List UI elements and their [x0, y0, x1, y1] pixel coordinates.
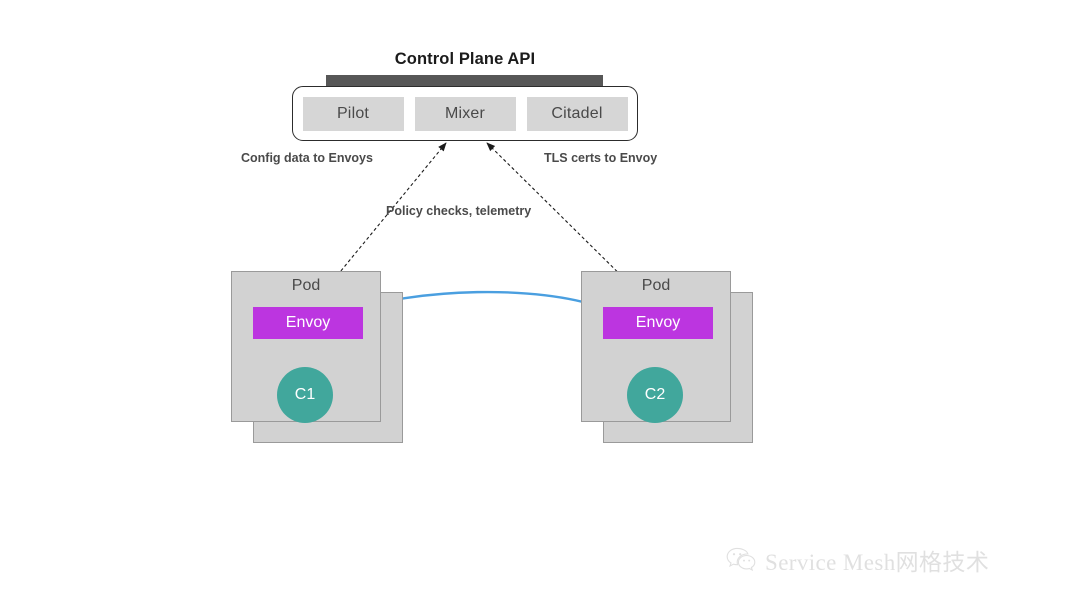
- pod-right-container-label: C2: [644, 386, 666, 403]
- pod-left-label: Pod: [291, 277, 321, 294]
- watermark: Service Mesh网格技术: [726, 543, 989, 577]
- component-mixer-label: Mixer: [444, 104, 486, 122]
- component-pilot-label: Pilot: [336, 104, 370, 122]
- component-pilot[interactable]: Pilot: [302, 96, 404, 131]
- control-plane-components: Pilot Mixer Citadel: [292, 86, 638, 141]
- pod-left[interactable]: Pod Envoy C1: [231, 271, 403, 443]
- pod-right-envoy[interactable]: Envoy: [603, 307, 713, 339]
- control-plane-title: Control Plane API: [394, 50, 536, 68]
- component-citadel-label: Citadel: [551, 104, 603, 122]
- component-mixer[interactable]: Mixer: [414, 96, 516, 131]
- control-plane-api-bar: [326, 75, 603, 87]
- caption-tls-certs: TLS certs to Envoy: [544, 151, 658, 165]
- component-citadel[interactable]: Citadel: [526, 96, 628, 131]
- pod-left-container-label: C1: [294, 386, 316, 403]
- watermark-text: Service Mesh网格技术: [765, 550, 990, 575]
- pod-right-label: Pod: [641, 277, 671, 294]
- pod-left-container[interactable]: C1: [277, 367, 333, 423]
- pod-left-envoy[interactable]: Envoy: [253, 307, 363, 339]
- wechat-icon: [726, 547, 756, 572]
- caption-policy-telemetry: Policy checks, telemetry: [386, 204, 532, 218]
- pod-right[interactable]: Pod Envoy C2: [581, 271, 753, 443]
- pod-right-envoy-label: Envoy: [635, 314, 681, 331]
- caption-config-data: Config data to Envoys: [241, 151, 373, 165]
- pod-left-envoy-label: Envoy: [285, 314, 331, 331]
- pod-right-container[interactable]: C2: [627, 367, 683, 423]
